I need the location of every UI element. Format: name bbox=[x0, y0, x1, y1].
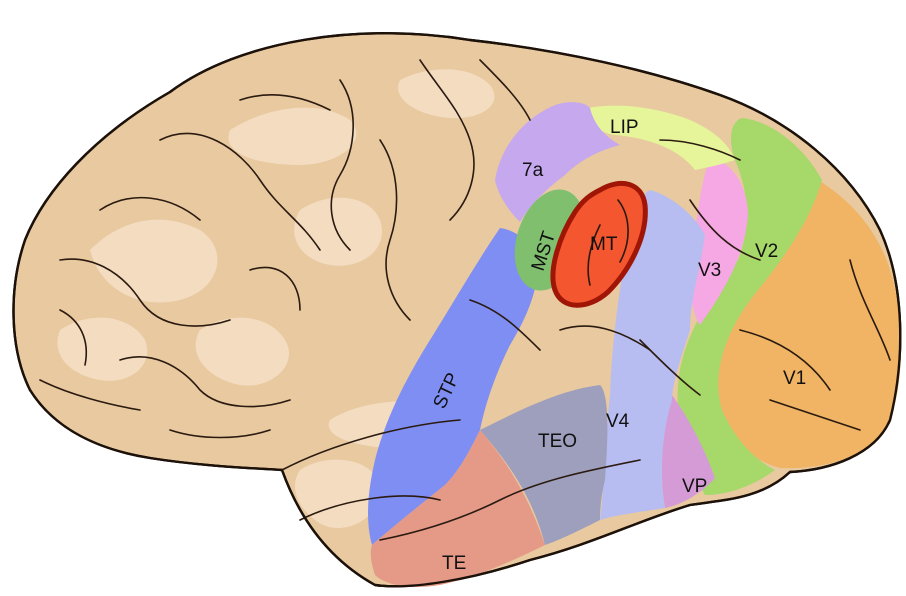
label-TEO: TEO bbox=[538, 431, 577, 452]
label-7a: 7a bbox=[522, 160, 544, 181]
label-TE: TE bbox=[442, 553, 466, 574]
label-LIP: LIP bbox=[610, 117, 639, 138]
label-V1: V1 bbox=[783, 368, 806, 389]
label-V3: V3 bbox=[698, 260, 721, 281]
label-V4: V4 bbox=[606, 411, 630, 432]
label-V2: V2 bbox=[755, 241, 778, 262]
label-VP: VP bbox=[682, 476, 707, 497]
label-MT: MT bbox=[590, 234, 618, 255]
